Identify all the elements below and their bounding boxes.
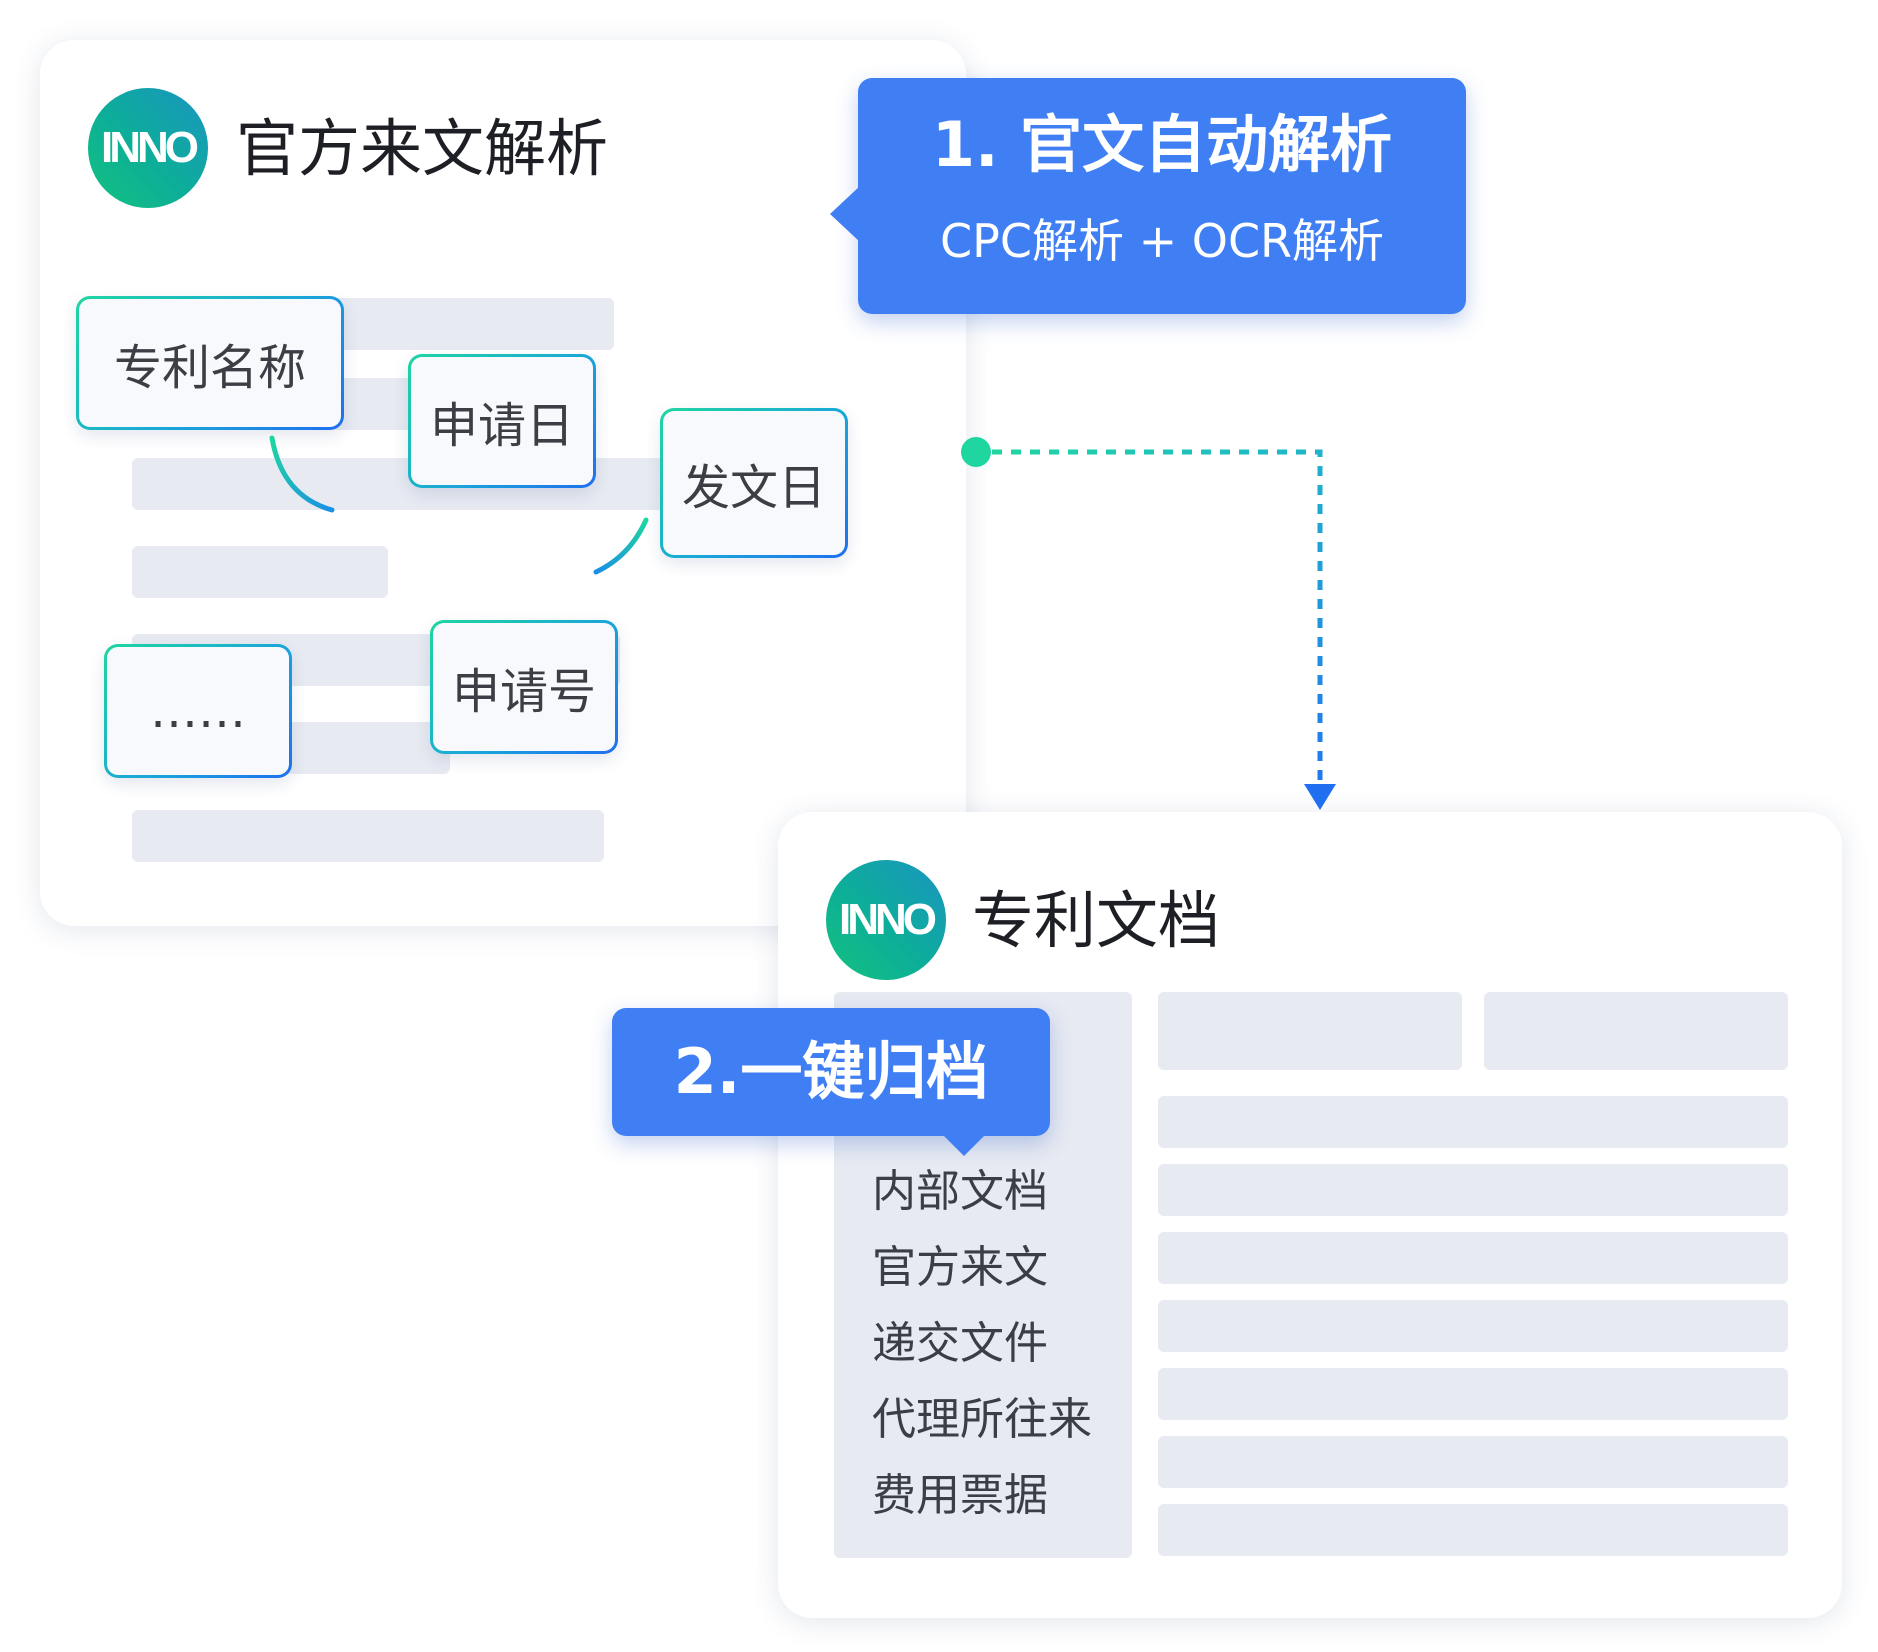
- auto-parse-callout: 1. 官文自动解析 CPC解析 + OCR解析: [830, 78, 1466, 314]
- official-doc-card: INNO 官方来文解析 专利名称 申请日 发文日 申请号 ……: [40, 40, 966, 926]
- sidebar-item-agency-correspondence[interactable]: 代理所往来: [872, 1394, 1092, 1445]
- field-tag-more[interactable]: ……: [104, 644, 292, 778]
- sidebar-item-official-docs[interactable]: 官方来文: [872, 1242, 1048, 1293]
- field-tag-filing-date[interactable]: 申请日: [408, 354, 596, 488]
- one-click-archive-callout[interactable]: 2.一键归档: [612, 1008, 1050, 1156]
- inno-logo: INNO: [826, 860, 946, 980]
- placeholder-row: [1158, 1096, 1788, 1148]
- field-tag-application-number[interactable]: 申请号: [430, 620, 618, 754]
- inno-logo: INNO: [88, 88, 208, 208]
- flow-dashed-connector: [992, 449, 1323, 784]
- placeholder-row: [1158, 1368, 1788, 1420]
- field-tag-patent-name[interactable]: 专利名称: [76, 296, 344, 430]
- placeholder-row: [1158, 1504, 1788, 1556]
- placeholder-bar: [132, 546, 388, 598]
- field-tag-issue-date[interactable]: 发文日: [660, 408, 848, 558]
- sidebar-item-submitted-files[interactable]: 递交文件: [872, 1318, 1048, 1369]
- auto-parse-callout-title: 1. 官文自动解析: [931, 108, 1393, 181]
- placeholder-row: [1158, 1300, 1788, 1352]
- placeholder-row: [1158, 1164, 1788, 1216]
- patent-doc-card: INNO 专利文档 内部文档 官方来文 递交文件 代理所往来 费用票据: [778, 812, 1842, 1618]
- patent-card-title: 专利文档: [972, 884, 1221, 957]
- one-click-archive-label: 2.一键归档: [673, 1035, 989, 1108]
- sidebar-item-internal-docs[interactable]: 内部文档: [872, 1166, 1048, 1217]
- placeholder-block: [1158, 992, 1462, 1070]
- placeholder-row: [1158, 1436, 1788, 1488]
- sidebar-item-fee-receipts[interactable]: 费用票据: [872, 1470, 1048, 1521]
- flow-arrowhead: [1304, 784, 1336, 810]
- official-card-title: 官方来文解析: [236, 112, 609, 185]
- auto-parse-callout-subtitle: CPC解析 + OCR解析: [939, 214, 1385, 268]
- placeholder-bar: [132, 810, 604, 862]
- placeholder-row: [1158, 1232, 1788, 1284]
- placeholder-block: [1484, 992, 1788, 1070]
